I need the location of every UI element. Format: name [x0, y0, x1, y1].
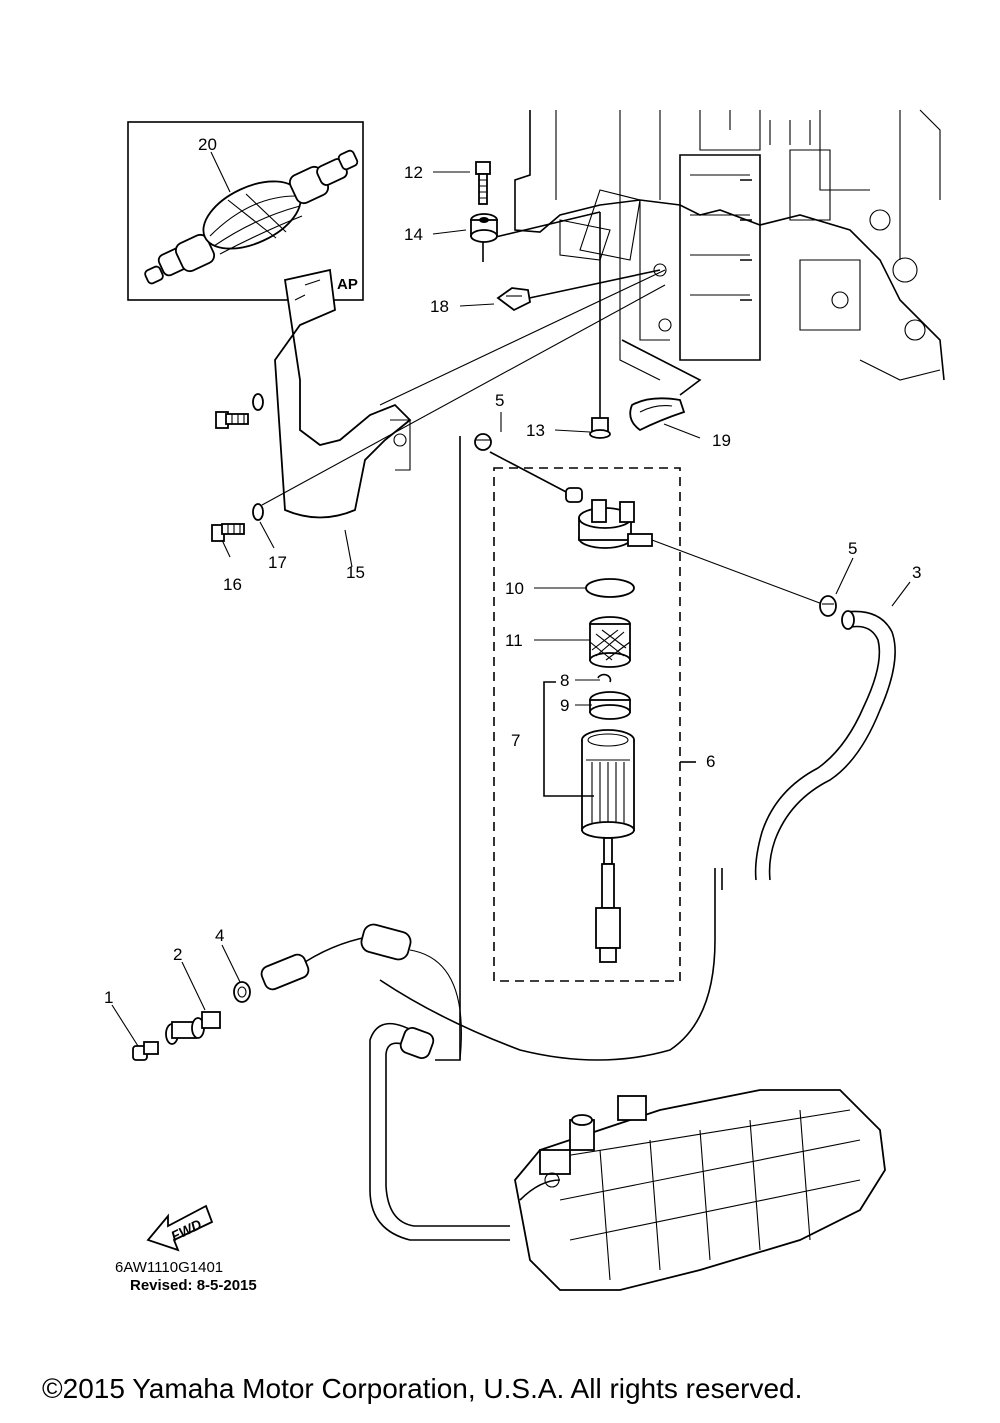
bolt-16	[211, 523, 245, 542]
callout-2: 2	[173, 945, 182, 964]
bushing-13	[589, 417, 611, 439]
washer-17	[252, 503, 264, 521]
hose-to-vst	[369, 1022, 510, 1241]
callout-7: 7	[511, 731, 520, 750]
callout-10: 10	[505, 579, 524, 598]
callout-9: 9	[560, 696, 569, 715]
callout-15: 15	[346, 563, 365, 582]
o-ring-10	[585, 578, 635, 598]
callout-13: 13	[526, 421, 545, 440]
grommet-14	[470, 213, 498, 243]
callout-16: 16	[223, 575, 242, 594]
filter-element-11	[589, 616, 631, 668]
return-line	[435, 436, 461, 1061]
callout-19: 19	[712, 431, 731, 450]
hose-3	[754, 610, 896, 881]
inset-label: AP	[337, 276, 358, 293]
copyright-notice: ©2015 Yamaha Motor Corporation, U.S.A. A…	[42, 1373, 802, 1404]
inset-box: AP	[127, 121, 364, 301]
clip-8	[597, 673, 612, 683]
bracket-15	[274, 268, 412, 519]
revised-date: Revised: 8-5-2015	[130, 1277, 257, 1294]
callout-4: 4	[215, 926, 224, 945]
bolt-12	[475, 161, 491, 205]
filter-bowl-7	[581, 729, 635, 963]
callout-1: 1	[104, 988, 113, 1007]
callout-5-upper: 5	[495, 391, 504, 410]
main-fuel-line	[379, 868, 716, 1061]
callout-12: 12	[404, 163, 423, 182]
callout-labels: 20 12 14 18 5 13 19 16 17 15 10 11 5 3 8…	[104, 135, 921, 1007]
callout-6: 6	[706, 752, 715, 771]
callout-5-lower: 5	[848, 539, 857, 558]
primer-bulb	[144, 149, 359, 285]
hose-to-filter	[489, 451, 571, 495]
bolt-upper	[215, 411, 249, 429]
clip-4	[233, 981, 251, 1003]
clamp-5-lower	[819, 595, 837, 617]
leader-18-line	[519, 269, 661, 301]
fwd-arrow: FWD	[146, 1204, 214, 1252]
washer-upper	[252, 393, 264, 411]
cap-9	[589, 691, 631, 720]
callout-17: 17	[268, 553, 287, 572]
hose-lower-fitting	[360, 923, 462, 1061]
diagram-code: 6AW1110G1401	[115, 1259, 223, 1276]
joint-1	[132, 1041, 159, 1061]
leader-bracket-upper	[379, 269, 666, 406]
vapor-separator	[514, 1089, 886, 1291]
leader-bracket-diagonal	[261, 284, 666, 506]
clamp-19	[629, 397, 686, 432]
joint-2	[165, 1011, 221, 1045]
clip-18	[496, 287, 531, 312]
callout-14: 14	[404, 225, 423, 244]
leader-14	[482, 211, 601, 262]
leader-19-line	[621, 339, 702, 396]
group-bracket-7	[543, 681, 594, 797]
callout-20: 20	[198, 135, 217, 154]
callout-8: 8	[560, 671, 569, 690]
callout-11: 11	[505, 631, 523, 650]
filter-head	[565, 487, 826, 606]
filter-assembly-box	[493, 467, 681, 982]
clamp-5-upper	[474, 433, 492, 451]
engine-block	[514, 109, 945, 381]
callout-3: 3	[912, 563, 921, 582]
callout-18: 18	[430, 297, 449, 316]
fwd-label: FWD	[168, 1216, 204, 1244]
